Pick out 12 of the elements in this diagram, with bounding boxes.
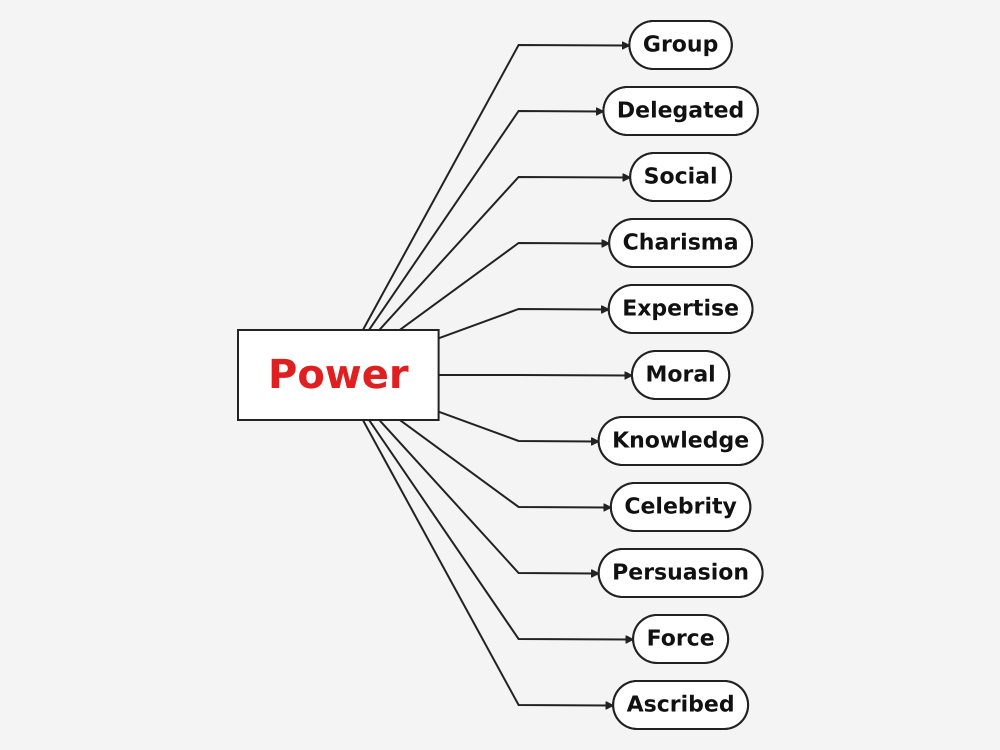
arrow: [378, 173, 631, 331]
arrow: [368, 107, 604, 331]
arrow: [368, 419, 634, 644]
arrow: [362, 41, 630, 330]
arrow: [398, 419, 612, 512]
node-box: Power: [236, 329, 440, 421]
arrow: [438, 371, 633, 380]
arrow: [378, 419, 600, 578]
arrow: [438, 305, 610, 340]
arrow: [398, 239, 610, 331]
arrow: [438, 410, 600, 446]
arrow: [362, 420, 614, 710]
